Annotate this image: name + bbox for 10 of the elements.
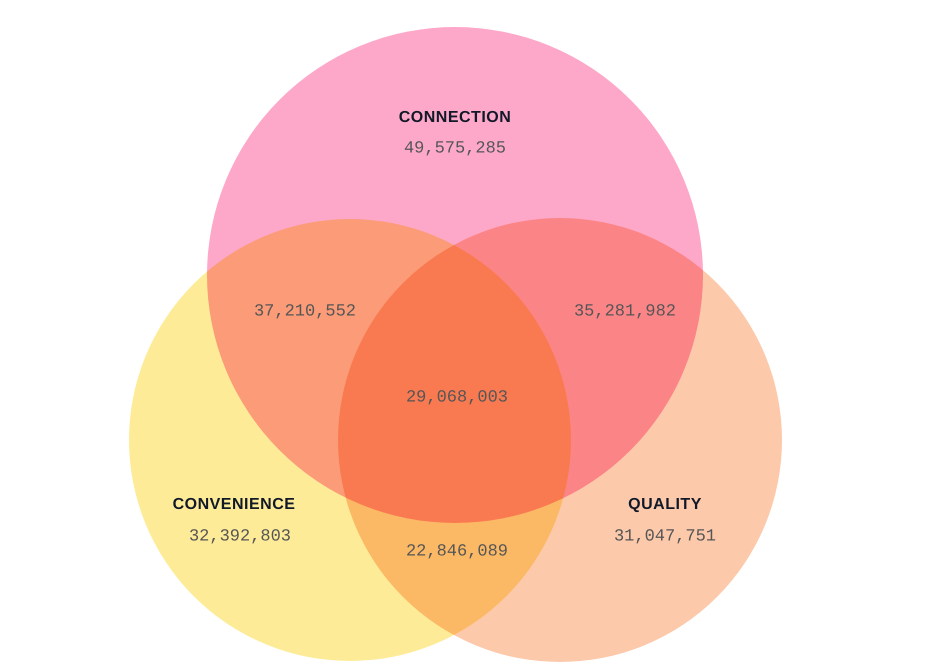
set-title: CONNECTION <box>398 109 512 127</box>
set-title: QUALITY <box>628 496 702 514</box>
set-count: 32,392,803 <box>188 528 292 546</box>
overlap-count: 22,846,089 <box>406 542 508 562</box>
set-count: 49,575,285 <box>404 140 506 158</box>
overlap-count: 37,210,552 <box>254 302 356 322</box>
overlap-count: 29,068,003 <box>406 388 508 408</box>
set-count: 31,047,751 <box>614 528 716 546</box>
overlap-count: 35,281,982 <box>574 302 676 322</box>
set-title: CONVENIENCE <box>172 496 296 514</box>
